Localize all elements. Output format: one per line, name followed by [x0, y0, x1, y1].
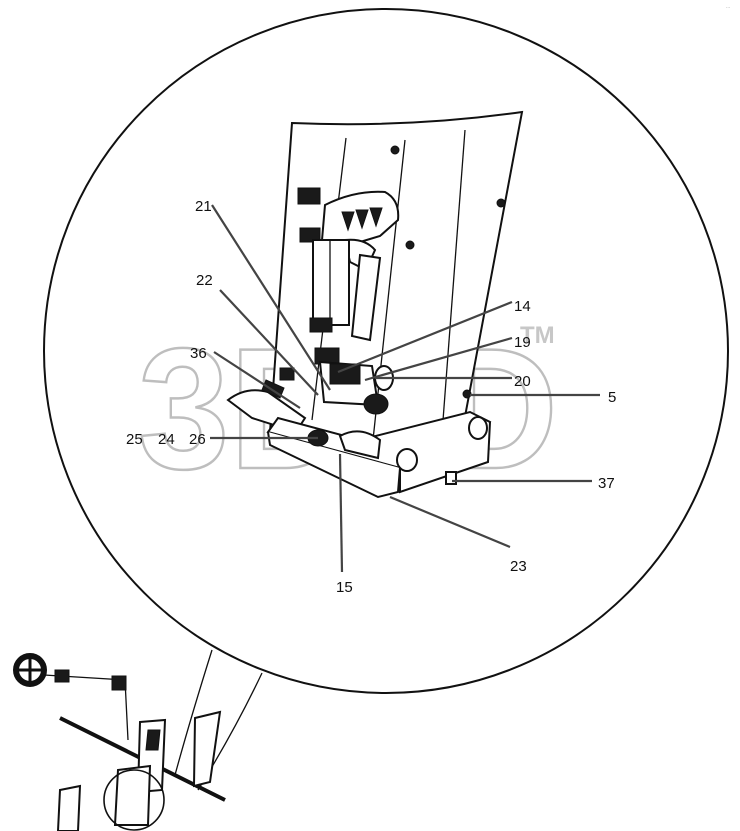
pivot-shaft — [350, 253, 382, 342]
watermark-trademark: TM — [520, 322, 555, 349]
callout-22: 22 — [196, 272, 213, 289]
callout-15: 15 — [336, 579, 353, 596]
callout-20: 20 — [514, 373, 531, 390]
steering-wheel-icon — [13, 653, 47, 687]
corner-mark: ... — [726, 4, 730, 10]
callout-23: 23 — [510, 558, 527, 575]
leader-lines — [210, 204, 600, 573]
callout-36: 36 — [190, 345, 207, 362]
overview-assembly — [13, 653, 226, 831]
overview-highlight-circle — [103, 769, 165, 831]
callout-21: 21 — [195, 198, 212, 215]
callout-24: 24 — [158, 431, 175, 448]
callout-26: 26 — [189, 431, 206, 448]
callout-19: 19 — [514, 334, 531, 351]
pedal-arm — [312, 239, 350, 326]
pedal-assembly — [226, 110, 524, 499]
callout-5: 5 — [608, 389, 616, 406]
callout-37: 37 — [598, 475, 615, 492]
callout-25: 25 — [126, 431, 143, 448]
callout-14: 14 — [514, 298, 531, 315]
base-bolt-right — [396, 448, 418, 472]
